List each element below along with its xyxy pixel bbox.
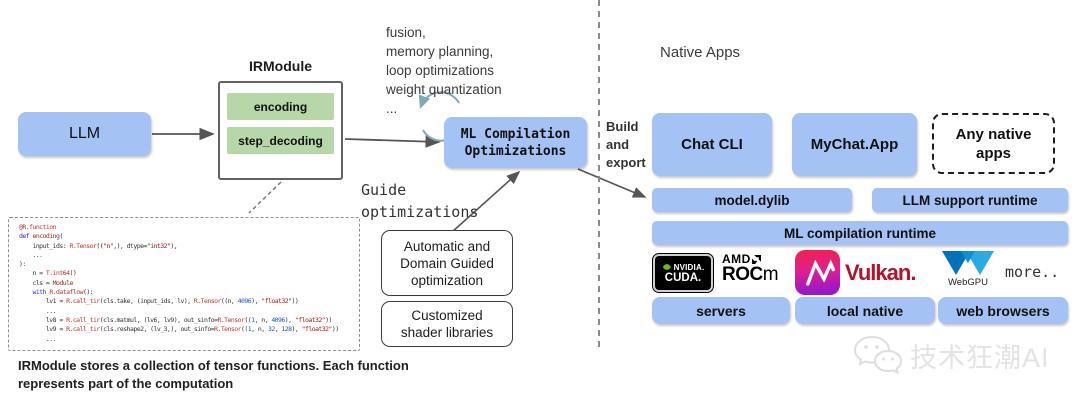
chat-cli-box: Chat CLI bbox=[652, 113, 772, 176]
optimization-notes: fusion, memory planning, loop optimizati… bbox=[386, 25, 502, 116]
watermark: 技术狂潮AI bbox=[852, 334, 1050, 376]
local-native-box: local native bbox=[795, 297, 935, 324]
llm-support-runtime-label: LLM support runtime bbox=[902, 192, 1038, 208]
irmodule-title: IRModule bbox=[249, 58, 312, 74]
servers-label: servers bbox=[696, 302, 746, 319]
amd-wordmark: AMD bbox=[722, 252, 751, 266]
ml-compilation-optimizations-label: ML Compilation Optimizations bbox=[460, 126, 571, 159]
any-native-apps-label: Any native apps bbox=[955, 125, 1032, 162]
mychat-app-box: MyChat.App bbox=[792, 113, 917, 176]
metal-logo bbox=[795, 250, 840, 295]
rocm-wordmark-light: m bbox=[762, 264, 779, 285]
llm-support-runtime-box: LLM support runtime bbox=[872, 188, 1068, 212]
local-native-label: local native bbox=[826, 302, 904, 319]
nvidia-wordmark: NVIDIA. bbox=[673, 262, 705, 272]
watermark-text: 技术狂潮AI bbox=[910, 342, 1050, 373]
wechat-icon bbox=[853, 335, 903, 375]
webgpu-wordmark: WebGPU bbox=[948, 277, 988, 288]
chat-cli-label: Chat CLI bbox=[681, 136, 743, 153]
metal-m-icon bbox=[805, 258, 835, 286]
shader-libraries-label: Customized shader libraries bbox=[400, 308, 494, 340]
vulkan-logo: Vulkan. bbox=[845, 260, 916, 286]
build-and-export-label: Build and export bbox=[606, 119, 646, 170]
shader-libraries-box: Customized shader libraries bbox=[381, 301, 513, 347]
arrow-mlbox-to-model-dylib bbox=[577, 168, 647, 198]
servers-box: servers bbox=[652, 297, 790, 324]
native-apps-title: Native Apps bbox=[660, 44, 741, 61]
llm-box: LLM bbox=[18, 112, 151, 156]
web-browsers-label: web browsers bbox=[956, 302, 1050, 319]
automatic-optimization-box: Automatic and Domain Guided optimization bbox=[381, 230, 513, 296]
llm-label: LLM bbox=[68, 125, 101, 142]
nvidia-eye-icon bbox=[662, 264, 671, 270]
any-native-apps-box: Any native apps bbox=[932, 113, 1055, 174]
ml-compilation-optimizations-box: ML Compilation Optimizations bbox=[444, 117, 587, 168]
dashed-line-irmodule-to-code bbox=[248, 181, 282, 214]
vulkan-wordmark: Vulkan. bbox=[845, 260, 916, 285]
irmodule-caption: IRModule stores a collection of tensor f… bbox=[18, 358, 409, 391]
webgpu-logo: WebGPU bbox=[940, 249, 996, 288]
cuda-wordmark: CUDA. bbox=[664, 271, 702, 284]
irmodule-function-encoding: encoding bbox=[227, 93, 334, 120]
model-dylib-label: model.dylib bbox=[714, 192, 790, 208]
nvidia-cuda-logo: NVIDIA. CUDA. bbox=[652, 253, 714, 293]
amd-rocm-logo: AMD ROCm bbox=[722, 252, 779, 284]
guide-optimizations-label: Guide optimizations bbox=[361, 181, 479, 221]
ml-compilation-runtime-label: ML compilation runtime bbox=[783, 225, 936, 241]
arrow-irmodule-to-mlbox bbox=[344, 135, 441, 148]
mychat-app-label: MyChat.App bbox=[810, 136, 899, 153]
automatic-optimization-label: Automatic and Domain Guided optimization bbox=[400, 238, 494, 288]
ml-compilation-runtime-box: ML compilation runtime bbox=[652, 221, 1068, 245]
more-backends-label: more.. bbox=[1005, 263, 1060, 281]
rocm-wordmark-bold: ROC bbox=[722, 264, 763, 285]
irmodule-function-step-decoding: step_decoding bbox=[227, 127, 334, 154]
webgpu-w-icon bbox=[942, 251, 994, 275]
amd-arrow-icon bbox=[751, 254, 761, 264]
model-dylib-box: model.dylib bbox=[652, 188, 852, 212]
web-browsers-box: web browsers bbox=[938, 297, 1068, 324]
